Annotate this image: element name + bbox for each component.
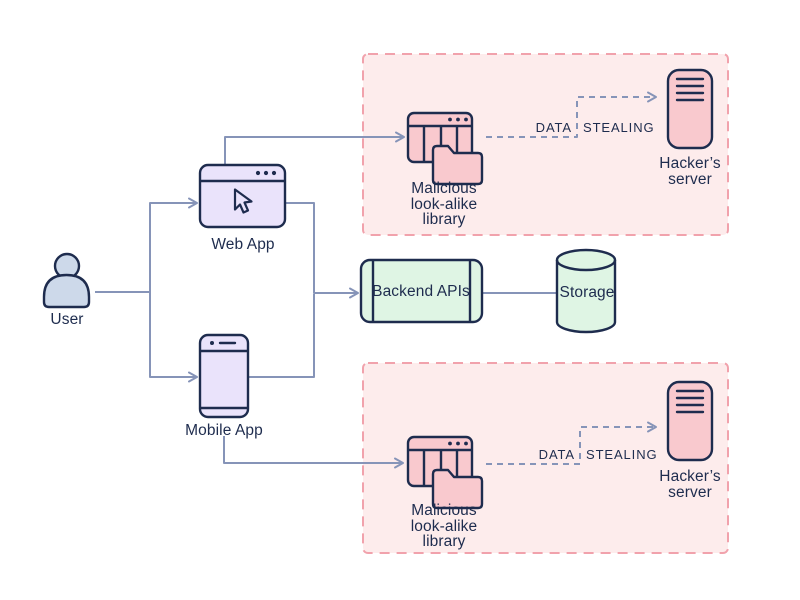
cursor-icon <box>233 188 253 214</box>
user-label: User <box>50 311 84 328</box>
mobile-app-label: Mobile App <box>185 422 263 439</box>
folder-icon <box>431 144 484 186</box>
edge-user-webapp <box>149 197 198 292</box>
edge-webapp-backend <box>285 202 359 299</box>
window-dots-icon <box>255 170 277 176</box>
data-stealing-label-bottom-word2: STEALING <box>586 447 658 462</box>
edge-webapp-library-top <box>224 131 405 165</box>
storage-label: Storage <box>559 284 615 301</box>
hacker-server-label-bottom: Hacker’s server <box>659 468 721 501</box>
server-icon-bottom <box>666 380 714 462</box>
malicious-library-icon-bottom <box>406 435 484 510</box>
web-app-icon <box>198 163 287 229</box>
hacker-server-label-top: Hacker’s server <box>659 155 721 188</box>
edge-data-stealing-top <box>486 91 657 138</box>
edge-mobileapp-library-bottom <box>223 436 404 469</box>
folder-icon <box>431 468 484 510</box>
camera-dot-icon <box>210 341 214 345</box>
user-icon <box>42 252 91 309</box>
edge-data-stealing-bottom <box>486 421 657 465</box>
web-app-label: Web App <box>211 236 275 253</box>
backend-apis-label: Backend APIs <box>372 283 470 300</box>
malicious-library-label-bottom: Malicious look-alike library <box>410 502 478 550</box>
edge-user-mobileapp <box>149 292 198 383</box>
malicious-library-label-top: Malicious look-alike library <box>410 180 478 228</box>
data-stealing-label-top-word1: DATA <box>535 120 572 135</box>
malicious-library-icon-top <box>406 111 484 186</box>
malicious-zone-top <box>362 53 729 236</box>
mobile-app-icon <box>198 333 250 419</box>
data-stealing-label-bottom-word1: DATA <box>538 447 575 462</box>
database-cylinder-icon <box>555 248 617 334</box>
data-stealing-label-top-word2: STEALING <box>583 120 655 135</box>
server-icon-top <box>666 68 714 150</box>
edge-mobileapp-backend <box>248 294 315 378</box>
backend-apis-icon <box>359 258 484 324</box>
